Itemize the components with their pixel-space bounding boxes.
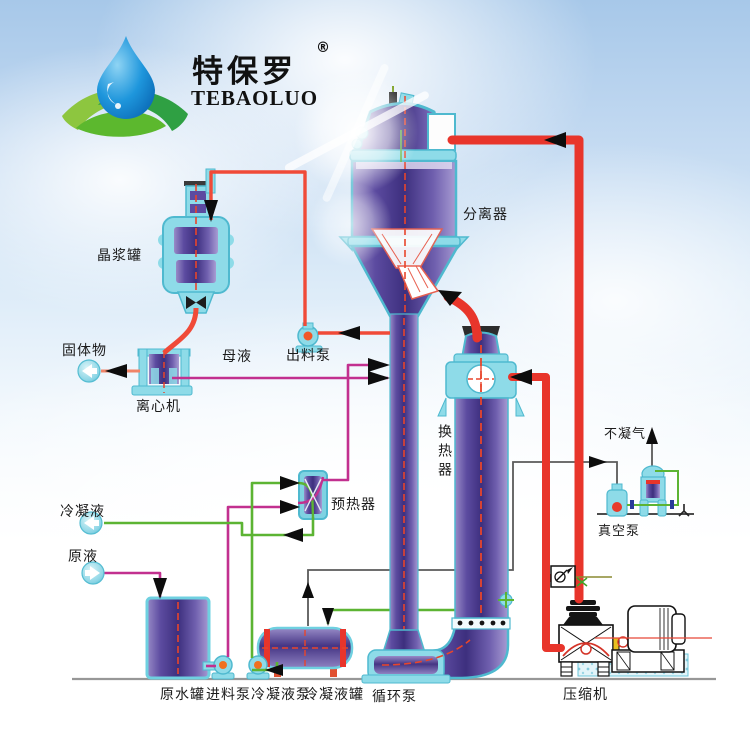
logo-mark [62,36,188,137]
label-crystal-slurry-tank: 晶浆罐 [97,248,142,264]
condensate-outlet-icon [79,511,103,535]
feed-lines [104,363,388,668]
water-drop-icon [97,36,155,119]
separator-internal-elbow [396,265,440,300]
label-feed-pump: 进料泵 [206,687,251,703]
label-non-condensable-gas: 不凝气 [604,427,647,442]
condensate-pump [246,655,270,680]
solids-outlet-icon [77,359,101,383]
label-centrifuge: 离心机 [136,399,181,415]
discharge-pump [295,322,323,353]
hx-drain-valve [498,592,514,608]
condensate-tank [256,626,354,677]
logo: 特保罗 ® TEBAOLUO [58,28,330,143]
valve-blue [630,500,634,509]
brand-name-en: TEBAOLUO [191,86,319,110]
vacuum-pump [639,465,667,517]
raw-liquid-inlet-icon [81,561,105,585]
label-separator: 分离器 [463,207,508,223]
label-preheater: 预热器 [331,497,376,513]
centrifuge [131,348,193,396]
vacuum-pump-piping [627,470,679,506]
tank-bottom-valve [186,296,206,309]
valve-blue [670,500,674,509]
crystal-slurry-tank [158,168,234,314]
compressor [558,600,614,677]
label-condensate-tank: 冷凝液罐 [304,687,364,703]
lens-flare [284,64,429,266]
water-drop-highlight [107,82,116,104]
label-vacuum-pump: 真空泵 [598,524,641,539]
label-condensate-pump: 冷凝液泵 [251,687,311,703]
label-compressor: 压缩机 [563,687,608,703]
heat-exchanger [437,326,525,619]
label-solids: 固体物 [62,343,107,359]
vacuum-catch-pot [606,483,628,517]
registered-mark: ® [316,40,330,56]
brand-name-cn: 特保罗 [192,54,297,90]
raw-water-tank [145,596,216,680]
downcomer-column [389,313,419,640]
anchor-symbol [678,504,690,517]
flow-arrows [105,132,658,676]
feed-pump [211,655,235,680]
label-condensate: 冷凝液 [60,504,105,520]
compressor-motor [595,605,712,673]
label-heat-exchanger: 换热器 [436,424,452,481]
label-raw-liquid: 原液 [68,549,98,565]
label-discharge-pump: 出料泵 [286,348,331,364]
circulation-pump [361,616,511,684]
preheater [297,470,328,520]
flow-meter [550,565,576,588]
logo-leaf-mid [76,111,166,137]
label-raw-water-tank: 原水罐 [160,687,205,703]
label-circulation-pump: 循环泵 [372,689,417,705]
label-mother-liquor: 母液 [222,349,252,365]
bypass-valve [576,577,588,587]
